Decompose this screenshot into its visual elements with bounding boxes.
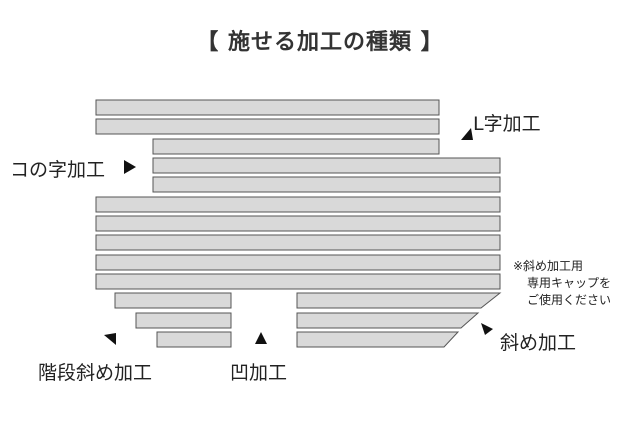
- cap-note-line-1: ※斜め加工用: [513, 259, 584, 273]
- label-l-cut: L字加工: [473, 113, 541, 135]
- board-row-9: [95, 254, 501, 271]
- label-ko-cut: コの字加工: [10, 159, 106, 181]
- cap-note: ※斜め加工用 専用キャップを ご使用ください: [513, 258, 633, 309]
- board-row-11-right: [296, 292, 502, 309]
- arrow-l-cut: [461, 128, 473, 140]
- board-row-7: [95, 215, 501, 232]
- arrow-ko-cut: [124, 160, 136, 174]
- board-row-8: [95, 234, 501, 251]
- arrow-step-diagonal: [104, 333, 116, 345]
- cap-note-line-2: 専用キャップを: [527, 276, 612, 290]
- board-row-4: [152, 157, 501, 174]
- board-row-13-left: [156, 331, 232, 348]
- board-row-1: [95, 99, 440, 116]
- title: 【 施せる加工の種類 】: [196, 30, 444, 55]
- arrow-notch: [255, 332, 267, 344]
- board-row-3: [152, 138, 440, 155]
- label-notch: 凹加工: [230, 362, 288, 384]
- board-row-12-left: [135, 312, 232, 329]
- board-row-13-right: [296, 331, 460, 348]
- board-row-11-left: [114, 292, 232, 309]
- pointer-arrows: [104, 128, 493, 345]
- deck-boards: [95, 99, 502, 348]
- label-step-diagonal: 階段斜め加工: [38, 362, 153, 384]
- board-row-10: [95, 273, 501, 290]
- board-row-12-right: [296, 312, 480, 329]
- board-row-2: [95, 118, 440, 135]
- cap-note-line-3: ご使用ください: [527, 293, 612, 307]
- arrow-diagonal: [481, 323, 493, 335]
- board-row-6: [95, 196, 501, 213]
- board-row-5: [152, 176, 501, 193]
- label-diagonal: 斜め加工: [500, 332, 577, 354]
